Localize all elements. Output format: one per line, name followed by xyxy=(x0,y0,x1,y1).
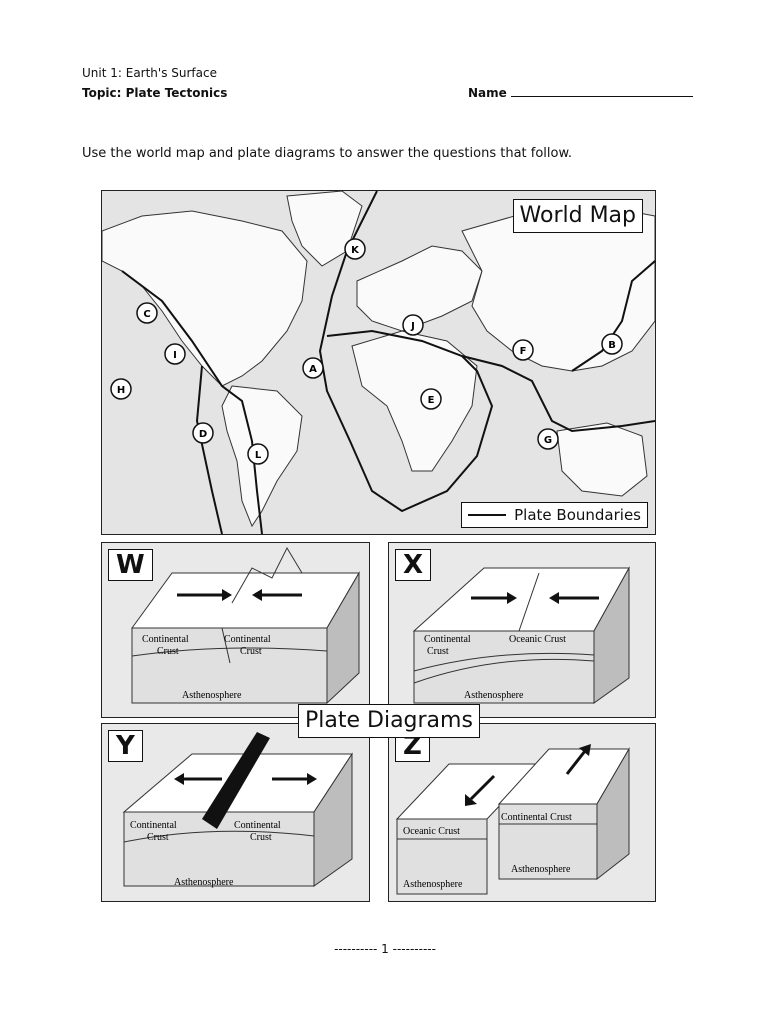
marker-l: L xyxy=(247,443,269,465)
marker-j: J xyxy=(402,314,424,336)
diagram-y-letter: Y xyxy=(108,730,143,762)
plate-diagrams-title: Plate Diagrams xyxy=(298,704,480,738)
legend-label: Plate Boundaries xyxy=(514,506,641,524)
svg-text:D: D xyxy=(199,429,207,440)
z-left-crust: Oceanic Crust xyxy=(403,826,460,837)
boundary-line-swatch xyxy=(468,514,507,516)
svg-text:K: K xyxy=(351,245,360,256)
instructions: Use the world map and plate diagrams to … xyxy=(82,146,573,161)
x-left-crust-2: Crust xyxy=(427,646,449,657)
marker-d: D xyxy=(192,422,214,444)
diagram-y: Continental Crust Continental Crust Asth… xyxy=(101,723,370,902)
y-left-crust-2: Crust xyxy=(147,832,169,843)
marker-k: K xyxy=(344,238,366,260)
z-right-mantle: Asthenosphere xyxy=(511,864,571,875)
unit-heading: Unit 1: Earth's Surface xyxy=(82,66,217,80)
diagram-x: Continental Crust Oceanic Crust Asthenos… xyxy=(388,542,656,718)
w-left-crust-1: Continental xyxy=(142,634,189,645)
marker-a: A xyxy=(302,357,324,379)
name-field[interactable]: Name xyxy=(468,86,693,100)
marker-f: F xyxy=(512,339,534,361)
svg-text:H: H xyxy=(117,385,125,396)
w-right-crust-2: Crust xyxy=(240,646,262,657)
diagram-z: Oceanic Crust Continental Crust Asthenos… xyxy=(388,723,656,902)
diagram-x-letter: X xyxy=(395,549,432,581)
name-blank-line[interactable] xyxy=(510,86,693,97)
y-left-crust-1: Continental xyxy=(130,820,177,831)
topic-heading: Topic: Plate Tectonics xyxy=(82,86,228,100)
marker-b: B xyxy=(601,333,623,355)
w-left-crust-2: Crust xyxy=(157,646,179,657)
x-right-crust: Oceanic Crust xyxy=(509,634,566,645)
map-title: World Map xyxy=(512,199,643,233)
diagram-y-drawing: Continental Crust Continental Crust Asth… xyxy=(122,732,353,888)
marker-c: C xyxy=(136,302,158,324)
diagram-w-drawing: Continental Crust Continental Crust Asth… xyxy=(131,546,360,705)
y-mantle: Asthenosphere xyxy=(174,877,234,888)
marker-i: I xyxy=(164,343,186,365)
svg-text:E: E xyxy=(428,395,435,406)
w-right-crust-1: Continental xyxy=(224,634,271,645)
svg-text:G: G xyxy=(544,435,552,446)
marker-g: G xyxy=(537,428,559,450)
x-mantle: Asthenosphere xyxy=(464,690,524,701)
map-markers: K C I H D L A J F B E G xyxy=(110,238,623,465)
diagram-w-letter: W xyxy=(108,549,153,581)
diagram-x-drawing: Continental Crust Oceanic Crust Asthenos… xyxy=(412,566,630,704)
x-left-crust-1: Continental xyxy=(424,634,471,645)
y-right-crust-2: Crust xyxy=(250,832,272,843)
z-right-crust: Continental Crust xyxy=(501,812,572,823)
svg-text:C: C xyxy=(143,309,150,320)
diagram-w: Continental Crust Continental Crust Asth… xyxy=(101,542,370,718)
marker-e: E xyxy=(420,388,442,410)
map-legend: Plate Boundaries xyxy=(461,502,648,528)
svg-text:L: L xyxy=(255,450,262,461)
y-right-crust-1: Continental xyxy=(234,820,281,831)
world-map-drawing: K C I H D L A J F B E G xyxy=(102,191,655,534)
z-left-mantle: Asthenosphere xyxy=(403,879,463,890)
w-mantle: Asthenosphere xyxy=(182,690,242,701)
page-number-footer: ---------- 1 ---------- xyxy=(334,942,436,956)
svg-text:J: J xyxy=(410,321,415,332)
svg-text:B: B xyxy=(608,340,616,351)
diagram-z-drawing: Oceanic Crust Continental Crust Asthenos… xyxy=(395,744,630,895)
name-label: Name xyxy=(468,86,507,100)
world-map: K C I H D L A J F B E G World Map Plate … xyxy=(101,190,656,535)
svg-text:A: A xyxy=(309,364,317,375)
svg-text:I: I xyxy=(173,350,177,361)
marker-h: H xyxy=(110,378,132,400)
svg-text:F: F xyxy=(520,346,527,357)
